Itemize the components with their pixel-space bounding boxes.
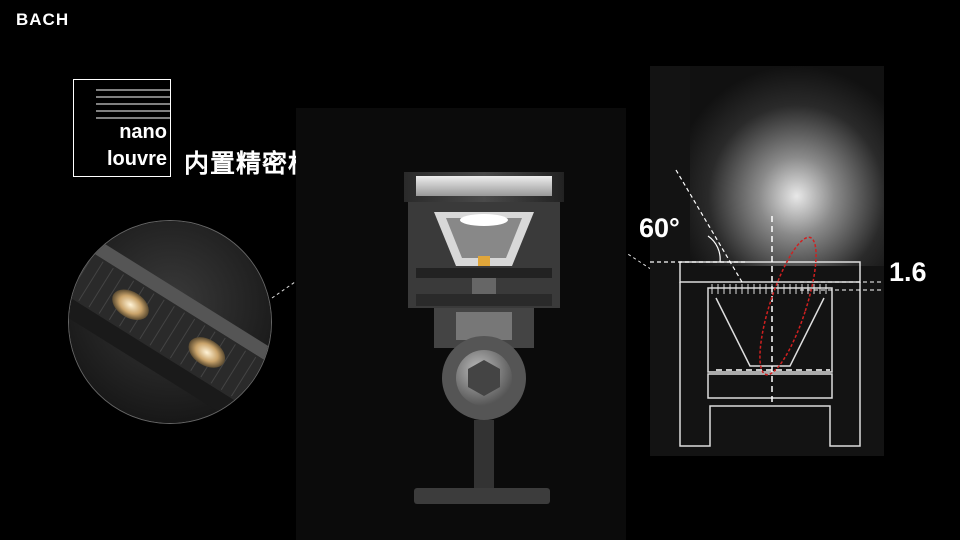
louvre-gap-label: 1.6 [889, 257, 927, 287]
cutoff-angle-label: 60° [639, 213, 680, 243]
nano-louvre-badge: nano louvre [73, 79, 171, 177]
brand-logo: BACH [16, 10, 70, 29]
badge-text-nano: nano [119, 121, 167, 143]
louvre-closeup-image [68, 220, 272, 424]
badge-text-louvre: louvre [106, 148, 167, 170]
optical-beam-diagram [650, 66, 884, 456]
product-cross-section-image [296, 108, 626, 540]
louvre-lines-icon [96, 89, 170, 119]
